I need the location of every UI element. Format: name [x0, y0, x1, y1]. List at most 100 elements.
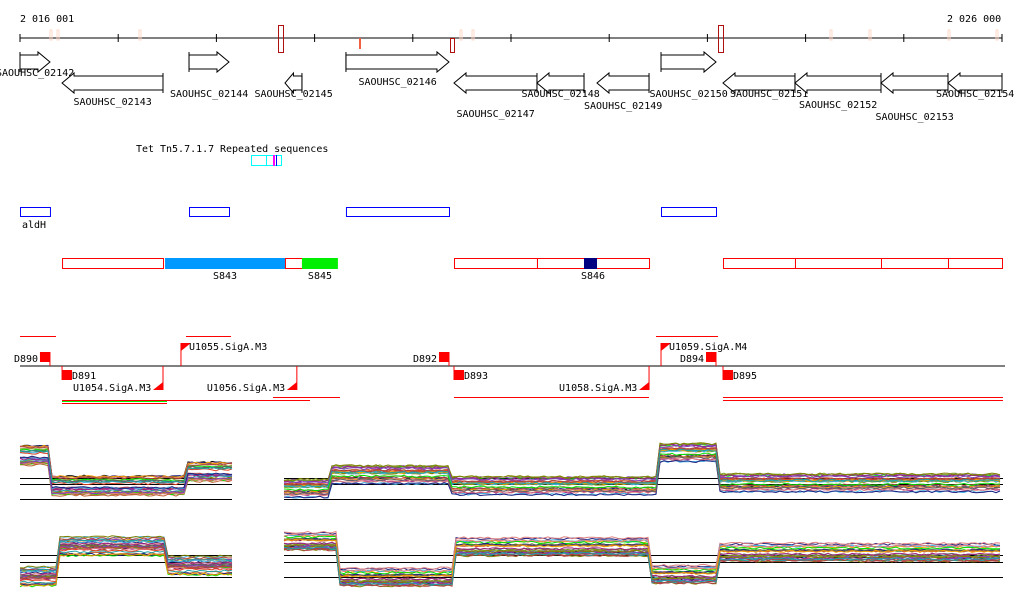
gene-label[interactable]: SAOUHSC_02149	[584, 101, 662, 112]
ruler-marker[interactable]	[868, 29, 872, 41]
expression-profile-line[interactable]	[283, 452, 1001, 492]
expression-profile-line[interactable]	[19, 553, 233, 587]
terminator-mark[interactable]	[62, 370, 73, 380]
gene-label[interactable]: SAOUHSC_02150	[650, 89, 728, 100]
gene-arrow[interactable]	[61, 71, 164, 95]
expression-profile-line[interactable]	[20, 460, 233, 495]
gene-arrow[interactable]	[19, 50, 51, 74]
ruler-marker[interactable]	[829, 29, 833, 41]
segment-box[interactable]	[301, 258, 338, 269]
expression-profile-line[interactable]	[283, 456, 1001, 496]
expression-profile-line[interactable]	[19, 538, 233, 572]
expression-profile-line[interactable]	[19, 537, 233, 571]
expression-profile-line[interactable]	[19, 463, 233, 497]
terminator-label[interactable]: D890	[14, 354, 38, 365]
terminator-label[interactable]: D894	[680, 354, 704, 365]
expression-profile-line[interactable]	[283, 448, 1001, 488]
gene-arrow[interactable]	[345, 50, 450, 74]
gene-arrow[interactable]	[660, 50, 717, 74]
gene-label[interactable]: SAOUHSC_02143	[74, 97, 152, 108]
ruler-marker[interactable]	[471, 29, 475, 41]
ruler-marker[interactable]	[459, 29, 463, 41]
terminator-label[interactable]: D893	[464, 371, 488, 382]
expression-profile-line[interactable]	[19, 535, 233, 569]
ruler-marker[interactable]	[49, 29, 53, 41]
promoter-flag[interactable]	[152, 382, 163, 390]
ruler-marker[interactable]	[138, 29, 142, 41]
gene-arrow[interactable]	[453, 71, 538, 95]
expression-profile-line[interactable]	[19, 551, 233, 585]
segment-box[interactable]	[722, 258, 796, 269]
gene-label[interactable]: SAOUHSC_02154	[936, 89, 1014, 100]
segment-box[interactable]	[62, 258, 164, 269]
promoter-label[interactable]: U1059.SigA.M4	[669, 342, 747, 353]
promoter-flag[interactable]	[639, 382, 650, 390]
operon-box[interactable]	[661, 207, 718, 217]
ruler-marker[interactable]	[359, 38, 361, 49]
gene-arrow[interactable]	[536, 71, 585, 95]
segment-box[interactable]	[453, 258, 538, 269]
gene-arrow[interactable]	[284, 71, 303, 95]
expression-profile-line[interactable]	[283, 530, 1001, 570]
gene-label[interactable]: SAOUHSC_02145	[254, 89, 332, 100]
segment-box[interactable]	[947, 258, 1004, 269]
promoter-flag[interactable]	[286, 382, 297, 390]
operon-box[interactable]	[20, 207, 51, 217]
terminator-label[interactable]: D895	[733, 371, 757, 382]
gene-label[interactable]: SAOUHSC_02148	[521, 89, 599, 100]
expression-profile-line[interactable]	[19, 540, 233, 574]
expression-profile-line[interactable]	[19, 448, 233, 482]
expression-profile-line[interactable]	[19, 450, 233, 484]
expression-profile-line[interactable]	[19, 446, 233, 480]
expression-profile-line[interactable]	[19, 546, 233, 581]
expression-profile-line[interactable]	[19, 455, 233, 490]
promoter-label[interactable]: U1058.SigA.M3	[559, 383, 637, 394]
expression-profile-line[interactable]	[283, 543, 1001, 583]
segment-box[interactable]	[794, 258, 883, 269]
repeat-box[interactable]	[251, 155, 267, 166]
promoter-flag[interactable]	[180, 343, 191, 351]
terminator-label[interactable]: D891	[72, 371, 96, 382]
expression-profile-line[interactable]	[283, 538, 1001, 578]
expression-profile-line[interactable]	[19, 451, 233, 486]
gene-label[interactable]: SAOUHSC_02144	[170, 89, 248, 100]
gene-label[interactable]: SAOUHSC_02142	[0, 68, 74, 79]
segment-mark[interactable]	[584, 258, 597, 269]
terminator-mark[interactable]	[706, 352, 717, 362]
segment-box[interactable]	[881, 258, 949, 269]
operon-box[interactable]	[345, 207, 450, 217]
promoter-label[interactable]: U1055.SigA.M3	[189, 342, 267, 353]
gene-label[interactable]: SAOUHSC_02147	[456, 109, 534, 120]
expression-profile-line[interactable]	[19, 553, 233, 588]
promoter-label[interactable]: U1056.SigA.M3	[207, 383, 285, 394]
ruler-marker[interactable]	[450, 38, 455, 53]
expression-profile-line[interactable]	[19, 456, 233, 490]
gene-label[interactable]: SAOUHSC_02146	[358, 77, 436, 88]
expression-profile-line[interactable]	[19, 542, 233, 576]
ruler-marker[interactable]	[995, 29, 999, 41]
promoter-flag[interactable]	[661, 343, 672, 351]
promoter-label[interactable]: U1054.SigA.M3	[73, 383, 151, 394]
gene-arrow[interactable]	[188, 50, 230, 74]
terminator-mark[interactable]	[438, 352, 449, 362]
expression-profile-line[interactable]	[283, 541, 1001, 581]
terminator-label[interactable]: D892	[413, 354, 437, 365]
ruler-marker[interactable]	[718, 25, 724, 53]
gene-arrow[interactable]	[596, 71, 650, 95]
gene-arrow[interactable]	[794, 71, 882, 95]
expression-profile-line[interactable]	[19, 459, 233, 493]
segment-box[interactable]	[165, 258, 285, 269]
terminator-mark[interactable]	[453, 370, 464, 380]
terminator-mark[interactable]	[722, 370, 733, 380]
segment-box[interactable]	[284, 258, 303, 269]
expression-profile-line[interactable]	[283, 533, 1001, 573]
operon-box[interactable]	[189, 207, 230, 217]
expression-profile-line[interactable]	[283, 546, 1001, 586]
repeat-mark[interactable]	[276, 155, 277, 166]
expression-profile-line[interactable]	[19, 548, 233, 583]
expression-profile-line[interactable]	[283, 459, 1001, 499]
expression-profile-line[interactable]	[284, 544, 1001, 584]
expression-profile-line[interactable]	[283, 457, 1001, 497]
expression-profile-line[interactable]	[19, 544, 233, 578]
repeat-mark[interactable]	[273, 155, 275, 166]
